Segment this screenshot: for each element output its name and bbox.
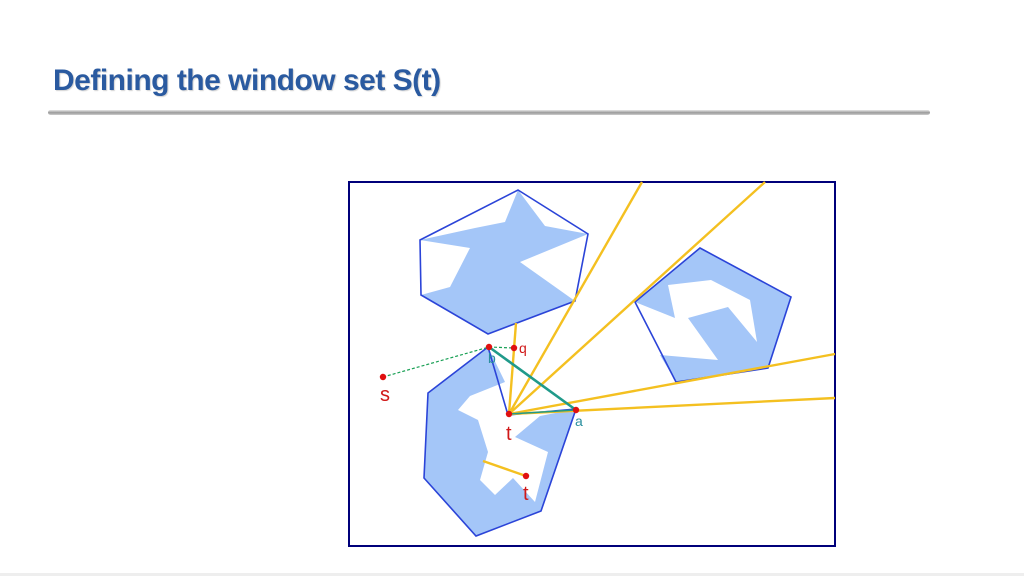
visibility-line-up [507,322,518,415]
obstacle-pentagon-right-outline [633,247,792,383]
title-underline [48,110,930,115]
label-b: b [488,350,496,366]
label-s: s [380,384,390,406]
visibility-line-to-top-1 [507,181,644,415]
slide-title: Defining the window set S(t) [53,64,441,97]
obstacle-pentagon-right-inner [635,248,791,382]
point-s [379,373,387,381]
obstacle-hexagon-top [419,189,589,335]
label-t-second: t [523,483,529,505]
dashed-line-b-q [488,346,515,349]
label-t-main: t [506,423,512,445]
obstacle-pentagon-right [633,247,792,383]
point-b [485,343,493,351]
point-q [510,344,518,352]
point-t-main [505,410,513,418]
dashed-line-s-b [382,346,490,378]
bottom-strip [0,573,1024,576]
label-a: a [575,413,583,429]
window-segment-at [508,409,577,415]
visibility-lines [482,181,836,478]
visibility-line-right-upper [508,352,836,416]
visibility-line-to-top-2 [508,181,766,415]
obstacle-hexagon-top-inner [420,190,588,334]
point-t-second [522,472,530,480]
window-segment-ba [488,345,577,412]
obstacle-heptagon-bottom-inner [424,347,576,536]
visibility-line-second-t [482,459,527,478]
label-q: q [519,340,527,356]
point-a [572,406,580,414]
